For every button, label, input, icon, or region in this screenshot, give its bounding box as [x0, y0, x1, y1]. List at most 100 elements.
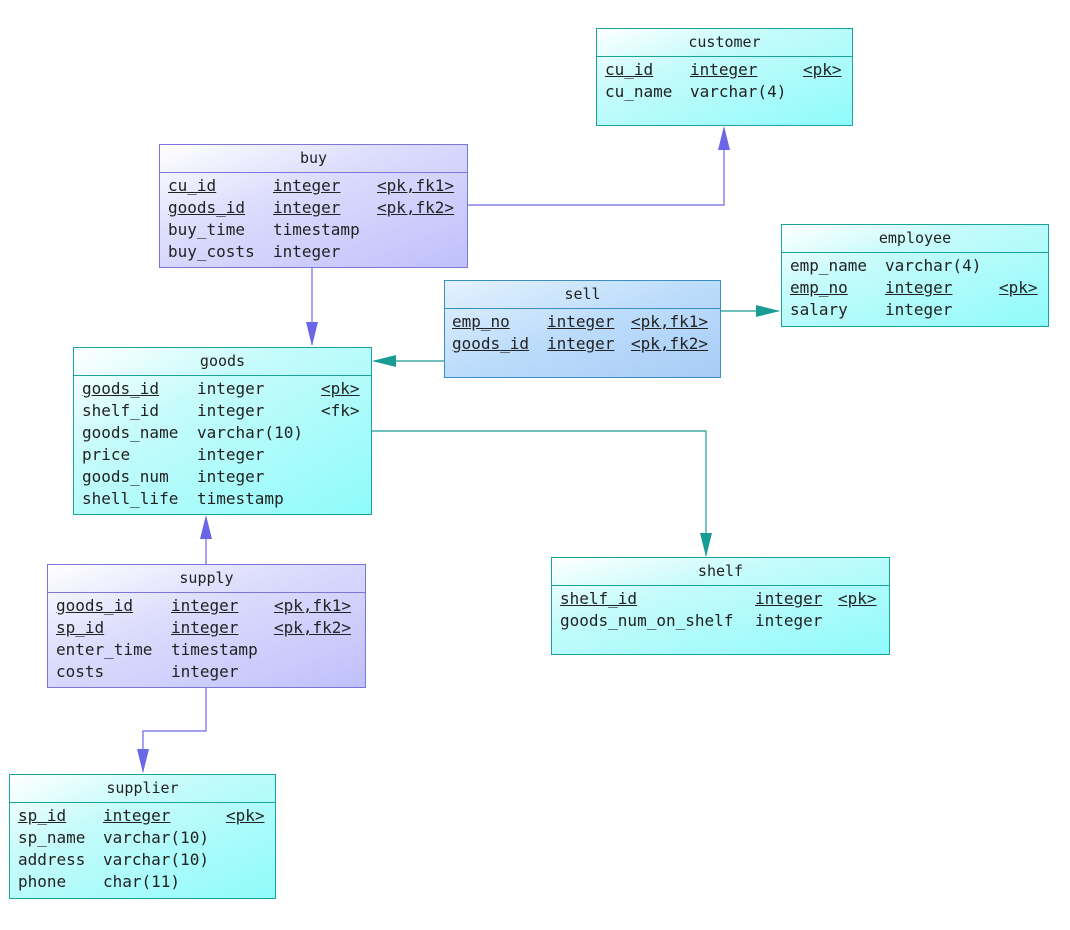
attribute-name: goods_num [82, 467, 169, 486]
attribute-name: emp_no [790, 278, 848, 297]
entity-title: supply [48, 565, 365, 593]
attribute-key: <pk> [999, 278, 1038, 297]
attribute-name: goods_id [452, 334, 530, 353]
link-buy-customer[interactable] [467, 128, 725, 206]
attribute-name: cu_id [168, 176, 217, 195]
attribute-type: timestamp [171, 640, 258, 659]
attribute-type: integer [755, 611, 823, 630]
entity-supply[interactable]: supply goods_id integer <pk,fk1> sp_id i… [47, 564, 366, 688]
attribute-key: <pk> [321, 379, 360, 398]
attribute-name: price [82, 445, 131, 464]
arrowhead-supplier [137, 749, 149, 773]
attribute-row: enter_time timestamp [48, 640, 365, 662]
attribute-name: salary [790, 300, 848, 319]
attribute-row: price integer [74, 445, 371, 467]
attribute-name: goods_num_on_shelf [560, 611, 734, 630]
attribute-row: emp_no integer <pk> [782, 278, 1048, 300]
attribute-row: goods_id integer <pk,fk1> [48, 596, 365, 618]
attribute-type: integer [197, 445, 265, 464]
attribute-name: enter_time [56, 640, 153, 659]
attribute-name: cu_name [605, 82, 673, 101]
attribute-type: integer [690, 60, 758, 79]
attribute-type: integer [171, 618, 239, 637]
link-supply-supplier[interactable] [142, 687, 207, 772]
attribute-type: integer [103, 806, 171, 825]
attribute-key: <pk,fk1> [274, 596, 352, 615]
attribute-name: sp_name [18, 828, 86, 847]
attribute-name: sp_id [56, 618, 105, 637]
attribute-name: shelf_id [82, 401, 160, 420]
entity-title: goods [74, 348, 371, 376]
attribute-key: <pk,fk2> [274, 618, 352, 637]
entity-employee[interactable]: employee emp_name varchar(4) emp_no inte… [781, 224, 1049, 327]
attribute-type: char(11) [103, 872, 181, 891]
attribute-key: <fk> [321, 401, 360, 420]
entity-title: shelf [552, 558, 889, 586]
attribute-row: sp_name varchar(10) [10, 828, 275, 850]
entity-title: supplier [10, 775, 275, 803]
entity-title: employee [782, 225, 1048, 253]
attribute-key: <pk,fk1> [631, 312, 709, 331]
entity-sell[interactable]: sell emp_no integer <pk,fk1> goods_id in… [444, 280, 721, 378]
entity-customer[interactable]: customer cu_id integer <pk> cu_name varc… [596, 28, 853, 126]
arrowhead-shelf [700, 533, 712, 557]
attribute-row: cu_id integer <pk,fk1> [160, 176, 467, 198]
attribute-key: <pk,fk2> [377, 198, 455, 217]
attribute-row: shelf_id integer <fk> [74, 401, 371, 423]
entity-goods[interactable]: goods goods_id integer <pk> shelf_id int… [73, 347, 372, 515]
attribute-name: buy_costs [168, 242, 255, 261]
attribute-row: goods_id integer <pk,fk2> [160, 198, 467, 220]
attribute-type: integer [885, 278, 953, 297]
attribute-name: emp_name [790, 256, 868, 275]
attribute-type: varchar(10) [103, 850, 209, 869]
attribute-row: buy_time timestamp [160, 220, 467, 242]
arrowhead-goods-from-buy [306, 322, 318, 346]
attribute-row: sp_id integer <pk> [10, 806, 275, 828]
arrowhead-goods-from-sell [372, 355, 396, 367]
attribute-row: shell_life timestamp [74, 489, 371, 511]
entity-title: buy [160, 145, 467, 173]
attribute-name: shell_life [82, 489, 179, 508]
attribute-type: integer [197, 401, 265, 420]
attribute-type: integer [547, 334, 615, 353]
attribute-row: cu_id integer <pk> [597, 60, 852, 82]
attribute-name: cu_id [605, 60, 654, 79]
attribute-row: goods_id integer <pk> [74, 379, 371, 401]
attribute-row: goods_num integer [74, 467, 371, 489]
attribute-row: goods_id integer <pk,fk2> [445, 334, 720, 356]
arrowhead-employee [756, 305, 780, 317]
entity-buy[interactable]: buy cu_id integer <pk,fk1> goods_id inte… [159, 144, 468, 268]
attribute-key: <pk,fk2> [631, 334, 709, 353]
attribute-type: varchar(10) [197, 423, 303, 442]
attribute-type: integer [273, 176, 341, 195]
attribute-key: <pk,fk1> [377, 176, 455, 195]
link-goods-shelf[interactable] [371, 430, 707, 556]
attribute-type: timestamp [197, 489, 284, 508]
attribute-name: buy_time [168, 220, 246, 239]
attribute-key: <pk> [803, 60, 842, 79]
attribute-row: salary integer [782, 300, 1048, 322]
attribute-type: integer [273, 198, 341, 217]
entity-supplier[interactable]: supplier sp_id integer <pk> sp_name varc… [9, 774, 276, 899]
attribute-type: integer [171, 662, 239, 681]
attribute-name: phone [18, 872, 67, 891]
entity-title: sell [445, 281, 720, 309]
attribute-row: shelf_id integer <pk> [552, 589, 889, 611]
arrowhead-customer [718, 126, 730, 150]
entity-shelf[interactable]: shelf shelf_id integer <pk> goods_num_on… [551, 557, 890, 655]
attribute-name: costs [56, 662, 105, 681]
attribute-row: phone char(11) [10, 872, 275, 894]
attribute-type: integer [885, 300, 953, 319]
attribute-row: costs integer [48, 662, 365, 684]
attribute-name: sp_id [18, 806, 67, 825]
attribute-type: varchar(4) [690, 82, 787, 101]
attribute-key: <pk> [838, 589, 877, 608]
attribute-type: integer [273, 242, 341, 261]
attribute-type: varchar(10) [103, 828, 209, 847]
arrowhead-goods-from-supply [200, 515, 212, 539]
attribute-row: goods_num_on_shelf integer [552, 611, 889, 633]
attribute-name: emp_no [452, 312, 510, 331]
attribute-type: integer [197, 379, 265, 398]
attribute-type: integer [755, 589, 823, 608]
